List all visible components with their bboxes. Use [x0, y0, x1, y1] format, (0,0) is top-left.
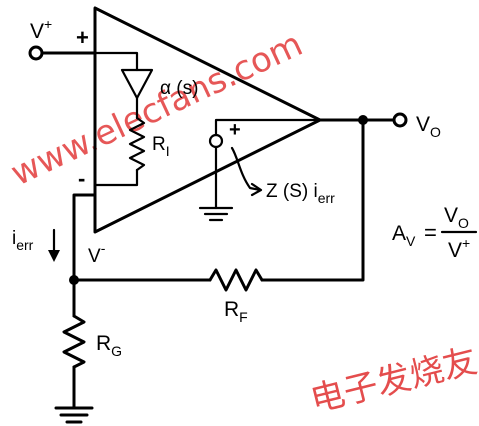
v-plus-terminal — [28, 45, 44, 61]
equation-equals: = — [424, 220, 437, 245]
internal-input-wire — [93, 51, 139, 72]
vo-terminal — [392, 112, 408, 128]
equation-numerator: VO — [444, 204, 469, 231]
rg-resistor — [62, 314, 86, 369]
equation-lhs: AV — [392, 222, 416, 249]
z-source-label: Z (S) ierr — [266, 181, 335, 206]
plus-input-sign: + — [76, 25, 89, 50]
inner-plus-sign: + — [229, 119, 241, 141]
rg-label: RG — [96, 332, 122, 359]
watermark-cn: 电子发烧友 — [307, 341, 479, 421]
rf-label: RF — [224, 298, 248, 325]
minus-input-wire — [72, 193, 97, 282]
ri-resistor — [128, 116, 146, 172]
alpha-gain-triangle — [120, 68, 154, 100]
i-err-arrowhead — [48, 250, 60, 262]
equation-denominator: V+ — [448, 235, 470, 262]
vo-label: VO — [416, 113, 441, 140]
z-source-node — [208, 133, 224, 149]
opamp-triangle — [93, 6, 322, 234]
i-err-label: ierr — [12, 228, 34, 253]
gain-equation: AV = VO V+ — [392, 204, 478, 262]
z-source-arrowhead — [250, 182, 263, 197]
z-source-output-wire — [214, 118, 322, 137]
v-minus-label: V- — [88, 240, 106, 267]
ri-to-minus-wire — [93, 168, 139, 187]
v-plus-label: V+ — [30, 16, 52, 43]
ri-label: RI — [152, 134, 170, 159]
rf-resistor — [208, 268, 264, 292]
z-source-arrow — [230, 146, 262, 192]
feedback-wire-right — [260, 118, 365, 282]
minus-input-sign: - — [78, 166, 85, 191]
alpha-label: α (s) — [160, 78, 198, 99]
watermark-site: www.elecfans.com — [5, 24, 309, 194]
